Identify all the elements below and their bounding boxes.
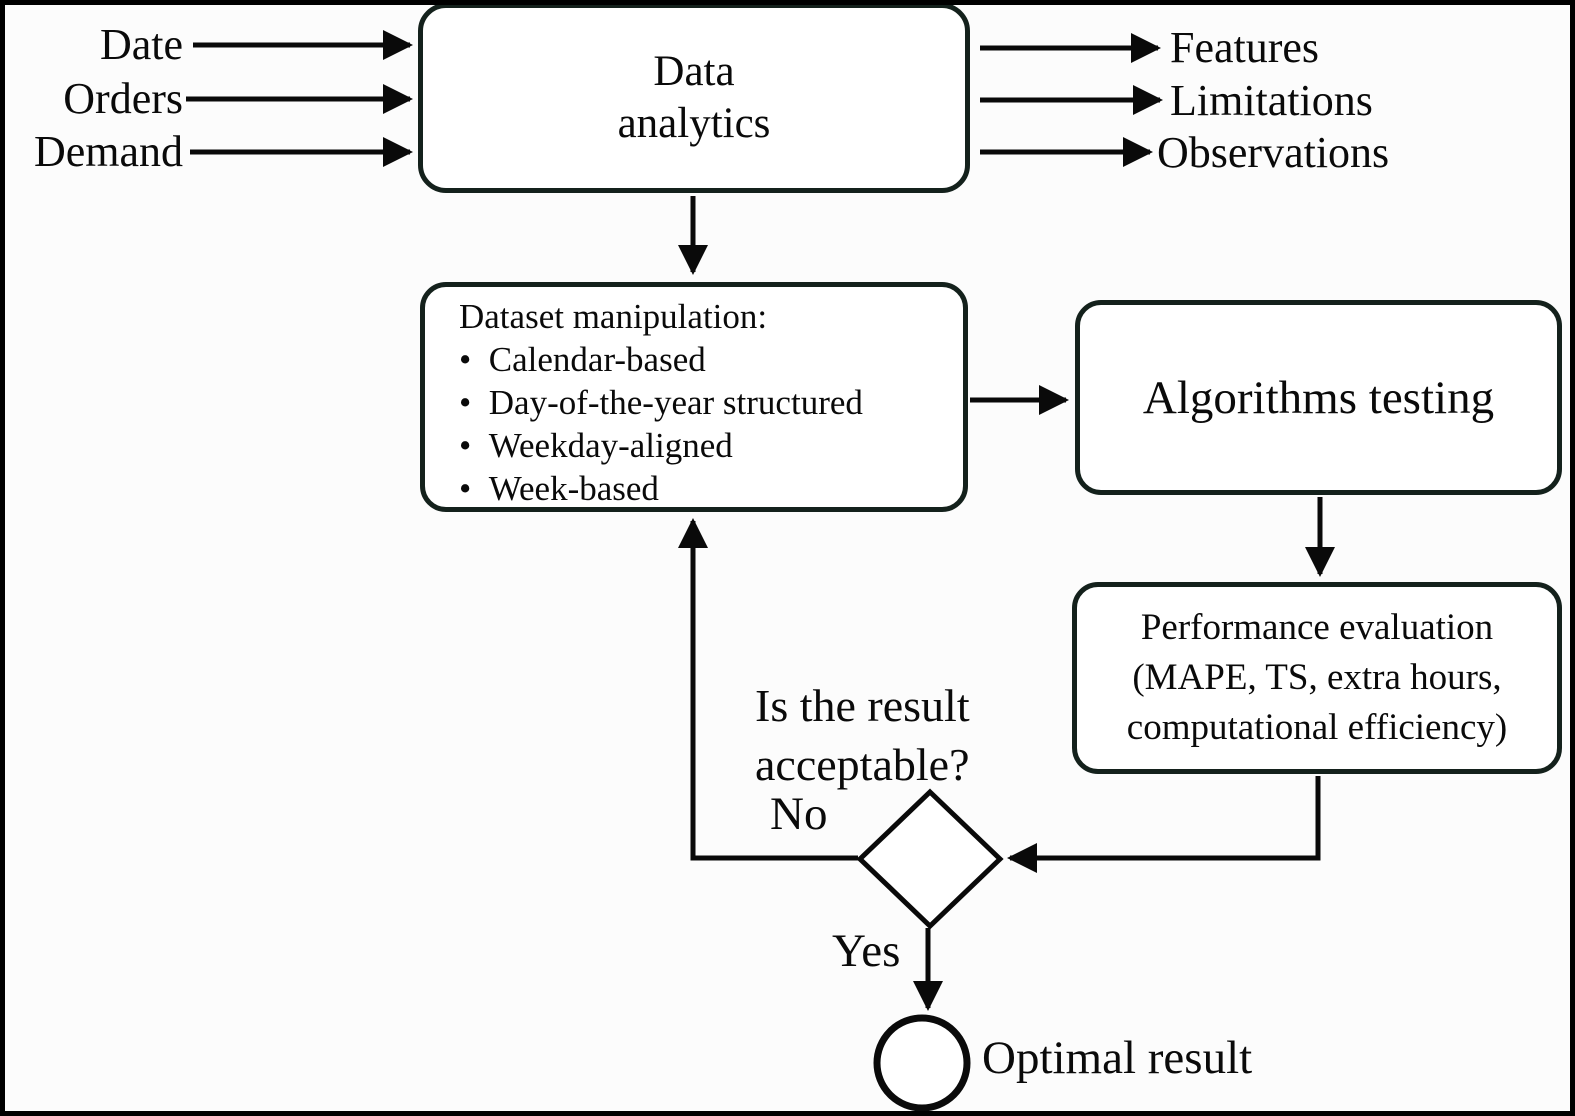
performance-evaluation-label: Performance evaluation (MAPE, TS, extra … — [1127, 603, 1507, 753]
dataset-item-week-based: Week-based — [459, 467, 659, 510]
data-analytics-label: Data analytics — [618, 46, 771, 150]
dataset-manipulation-title: Dataset manipulation: — [459, 297, 768, 336]
performance-line2: (MAPE, TS, extra hours, — [1132, 657, 1502, 698]
decision-diamond-shape — [856, 788, 1004, 930]
input-label-orders: Orders — [63, 74, 183, 123]
arrow-decision-no-to-dataset — [678, 518, 858, 861]
node-performance-evaluation: Performance evaluation (MAPE, TS, extra … — [1072, 582, 1562, 774]
decision-question-line1: Is the result — [755, 680, 970, 731]
node-algorithms-testing: Algorithms testing — [1075, 300, 1562, 495]
output-label-limitations: Limitations — [1170, 76, 1373, 125]
performance-line1: Performance evaluation — [1140, 607, 1494, 648]
output-label-observations: Observations — [1157, 128, 1390, 177]
dataset-item-calendar-based: Calendar-based — [459, 338, 706, 381]
performance-line3: computational efficiency) — [1126, 707, 1508, 748]
node-data-analytics: Data analytics — [418, 3, 970, 193]
arrow-performance-to-decision — [1007, 776, 1321, 873]
decision-question-line2: acceptable? — [755, 739, 970, 790]
input-label-date: Date — [99, 20, 183, 69]
dataset-item-day-of-the-year: Day-of-the-year structured — [459, 381, 863, 424]
node-dataset-manipulation: Dataset manipulation: Calendar-based Day… — [420, 282, 968, 512]
algorithms-testing-label: Algorithms testing — [1142, 371, 1495, 424]
optimal-result-circle — [873, 1014, 971, 1112]
input-label-demand: Demand — [33, 127, 183, 176]
optimal-result-label: Optimal result — [982, 1032, 1253, 1084]
data-analytics-line2: analytics — [617, 100, 771, 147]
dataset-item-weekday-aligned: Weekday-aligned — [459, 424, 733, 467]
output-label-features: Features — [1170, 23, 1320, 72]
decision-question: Is the result acceptable? — [755, 676, 1055, 794]
data-analytics-line1: Data — [653, 48, 735, 95]
decision-yes-label: Yes — [832, 925, 901, 977]
decision-no-label: No — [770, 788, 828, 840]
